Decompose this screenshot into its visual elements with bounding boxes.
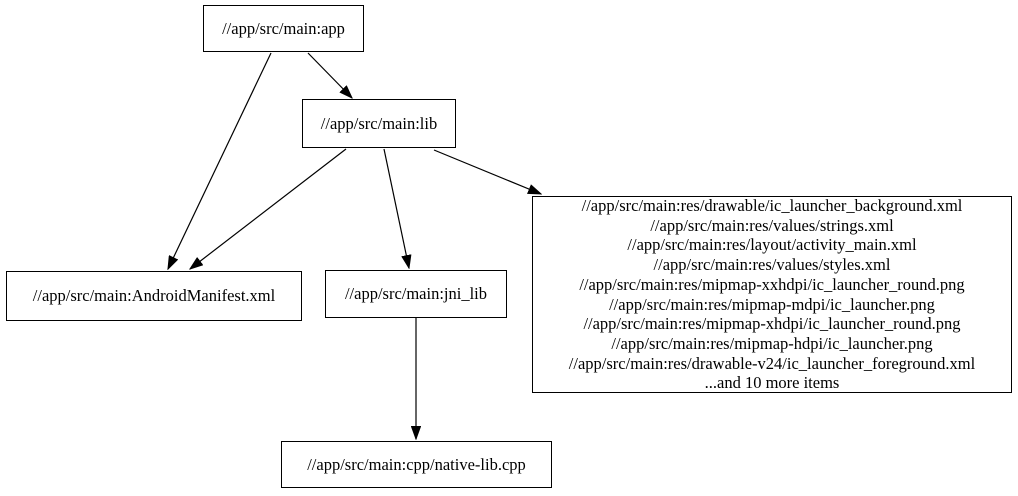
node-lib-label: //app/src/main:lib (320, 113, 438, 133)
node-jni-lib: //app/src/main:jni_lib (325, 270, 507, 318)
res-item: //app/src/main:res/drawable-v24/ic_launc… (568, 353, 976, 373)
res-item: //app/src/main:res/drawable/ic_launcher_… (581, 195, 963, 215)
edge-lib-to-jni-lib (383, 148, 409, 268)
res-item: //app/src/main:res/mipmap-hdpi/ic_launch… (611, 333, 933, 353)
node-res-group: //app/src/main:res/drawable/ic_launcher_… (532, 196, 1012, 393)
res-item: //app/src/main:res/mipmap-xhdpi/ic_launc… (583, 314, 961, 334)
node-android-manifest-label: //app/src/main:AndroidManifest.xml (32, 286, 276, 306)
node-app-label: //app/src/main:app (222, 18, 345, 38)
edge-lib-to-manifest (190, 148, 347, 269)
edge-app-to-lib (307, 52, 352, 98)
node-native-lib-cpp-label: //app/src/main:cpp/native-lib.cpp (307, 454, 526, 474)
edge-lib-to-res-group (433, 149, 541, 194)
node-native-lib-cpp: //app/src/main:cpp/native-lib.cpp (281, 441, 552, 488)
res-more-items: ...and 10 more items (704, 373, 840, 393)
node-app: //app/src/main:app (203, 5, 364, 52)
node-jni-lib-label: //app/src/main:jni_lib (344, 284, 488, 304)
res-item: //app/src/main:res/layout/activity_main.… (627, 235, 917, 255)
res-item: //app/src/main:res/mipmap-xxhdpi/ic_laun… (579, 274, 965, 294)
edge-app-to-manifest (168, 52, 272, 269)
res-item: //app/src/main:res/mipmap-mdpi/ic_launch… (609, 294, 935, 314)
node-android-manifest: //app/src/main:AndroidManifest.xml (6, 271, 302, 321)
node-lib: //app/src/main:lib (302, 99, 456, 148)
res-item: //app/src/main:res/values/styles.xml (653, 255, 891, 275)
res-item: //app/src/main:res/values/strings.xml (650, 215, 894, 235)
